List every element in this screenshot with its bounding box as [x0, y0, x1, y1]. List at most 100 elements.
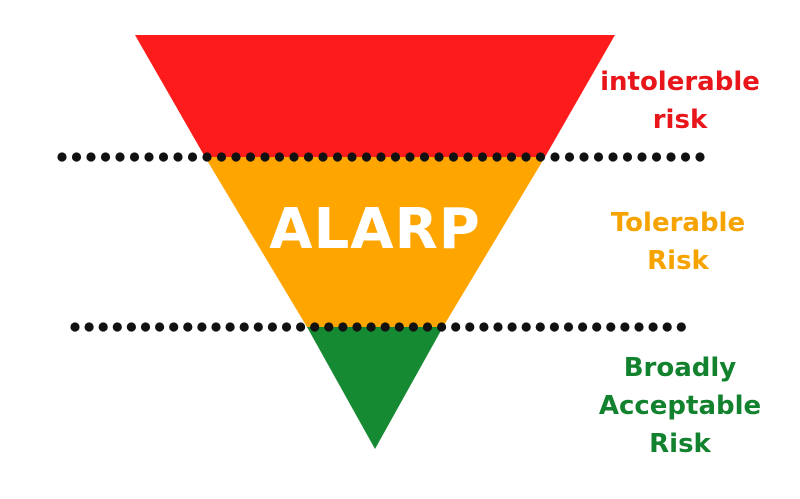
divider-dot: [680, 152, 691, 162]
dotted-divider-top: [57, 152, 705, 162]
divider-dot: [318, 152, 328, 162]
divider-dot: [84, 322, 94, 332]
divider-dot: [593, 152, 604, 162]
divider-dot: [549, 322, 560, 332]
divider-dot: [492, 152, 502, 162]
divider-dot: [408, 322, 418, 332]
intolerable-risk-label: intolerable risk: [592, 63, 768, 139]
divider-dot: [448, 152, 459, 162]
divider-dot: [662, 322, 672, 332]
tolerable-label-line-2: Risk: [647, 246, 709, 276]
divider-dot: [506, 152, 517, 162]
divider-dot: [253, 322, 263, 332]
divider-dot: [578, 322, 588, 332]
divider-dot: [493, 322, 503, 332]
divider-dot: [239, 322, 249, 332]
divider-dot: [405, 152, 415, 162]
divider-dot: [202, 152, 212, 162]
divider-dot: [112, 322, 122, 332]
divider-dot: [634, 322, 644, 332]
divider-dot: [521, 152, 531, 162]
acceptable-label-line-3: Risk: [649, 429, 711, 459]
divider-dot: [158, 152, 169, 162]
divider-dot: [666, 152, 676, 162]
intolerable-label-line-1: intolerable: [600, 67, 760, 97]
divider-dot: [376, 152, 386, 162]
divider-dot: [479, 322, 489, 332]
divider-dot: [211, 322, 221, 332]
tolerable-label-line-1: Tolerable: [610, 208, 746, 238]
divider-dot: [535, 152, 546, 162]
divider-dot: [535, 322, 545, 332]
divider-dot: [126, 322, 136, 332]
divider-dot: [550, 152, 560, 162]
divider-dot: [289, 152, 299, 162]
divider-dot: [434, 152, 444, 162]
divider-dot: [451, 322, 461, 332]
divider-dot: [338, 322, 348, 332]
divider-dot: [606, 322, 616, 332]
divider-dot: [231, 152, 241, 162]
divider-dot: [173, 152, 183, 162]
divider-dot: [281, 322, 292, 332]
divider-dot: [463, 152, 473, 162]
divider-dot: [140, 322, 151, 332]
acceptable-label-line-2: Acceptable: [598, 391, 762, 421]
divider-dot: [169, 322, 179, 332]
divider-dot: [303, 152, 314, 162]
divider-dot: [197, 322, 207, 332]
divider-dot: [676, 322, 686, 332]
divider-dot: [57, 152, 67, 162]
intolerable-zone: [135, 35, 615, 157]
divider-dot: [651, 152, 662, 162]
divider-dot: [437, 322, 447, 332]
divider-dot: [155, 322, 165, 332]
divider-dot: [390, 152, 401, 162]
divider-dot: [98, 322, 108, 332]
divider-dot: [352, 322, 362, 332]
divider-dot: [296, 322, 306, 332]
tolerable-zone: [205, 157, 545, 327]
divider-dot: [521, 322, 531, 332]
divider-dot: [183, 322, 193, 332]
divider-dot: [637, 152, 647, 162]
divider-dot: [225, 322, 235, 332]
divider-dot: [187, 152, 198, 162]
acceptable-label-line-1: Broadly: [623, 353, 737, 383]
divider-dot: [144, 152, 154, 162]
divider-dot: [695, 152, 705, 162]
divider-dot: [648, 322, 658, 332]
divider-dot: [71, 152, 82, 162]
divider-dot: [579, 152, 589, 162]
divider-dot: [620, 322, 630, 332]
divider-dot: [129, 152, 140, 162]
divider-dot: [216, 152, 227, 162]
divider-dot: [115, 152, 125, 162]
divider-dot: [274, 152, 285, 162]
divider-dot: [419, 152, 430, 162]
divider-dot: [347, 152, 357, 162]
tolerable-risk-label: Tolerable Risk: [600, 204, 756, 280]
divider-dot: [324, 322, 334, 332]
acceptable-zone: [307, 327, 443, 449]
divider-dot: [564, 152, 575, 162]
divider-dot: [70, 322, 80, 332]
divider-dot: [622, 152, 633, 162]
divider-dot: [361, 152, 372, 162]
divider-dot: [477, 152, 488, 162]
divider-dot: [366, 322, 376, 332]
broadly-acceptable-risk-label: Broadly Acceptable Risk: [590, 349, 770, 463]
divider-dot: [563, 322, 574, 332]
divider-dot: [100, 152, 111, 162]
divider-dot: [380, 322, 390, 332]
divider-dot: [394, 322, 404, 332]
divider-dot: [267, 322, 277, 332]
divider-dot: [465, 322, 475, 332]
divider-dot: [422, 322, 433, 332]
divider-dot: [260, 152, 270, 162]
divider-dot: [332, 152, 343, 162]
divider-dot: [608, 152, 618, 162]
dotted-divider-bottom: [70, 322, 686, 332]
divider-dot: [592, 322, 602, 332]
